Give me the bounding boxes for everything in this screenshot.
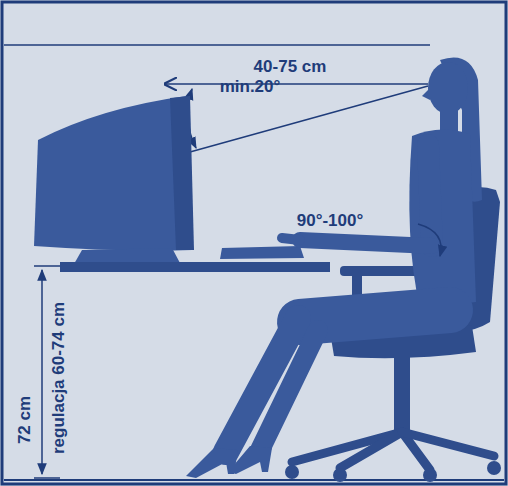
keyboard	[220, 246, 304, 259]
angle-label: 90°-100°	[297, 212, 364, 229]
chair-base	[292, 432, 494, 470]
top-line	[4, 44, 430, 46]
desk	[60, 262, 330, 272]
distance-label: 40-75 cm	[254, 58, 327, 75]
monitor	[34, 96, 192, 251]
view-line	[190, 86, 428, 152]
torso	[409, 129, 476, 308]
dimension-tick	[34, 265, 60, 267]
monitor-screen	[170, 96, 194, 250]
distance-arrow	[165, 83, 428, 85]
dimension-label: regulacja 60-74 cm	[50, 302, 67, 454]
chair-column	[394, 356, 410, 432]
monitor-stand	[74, 248, 180, 264]
limbs	[226, 145, 450, 452]
dimension-tick	[34, 477, 60, 479]
chair-wheels	[285, 461, 501, 482]
shoes	[186, 446, 272, 478]
dimension-label: 72 cm	[16, 396, 33, 444]
person	[409, 58, 482, 309]
height-arrow	[41, 270, 43, 474]
elbow-arc	[418, 224, 441, 256]
angle-label: min.20°	[220, 78, 281, 95]
